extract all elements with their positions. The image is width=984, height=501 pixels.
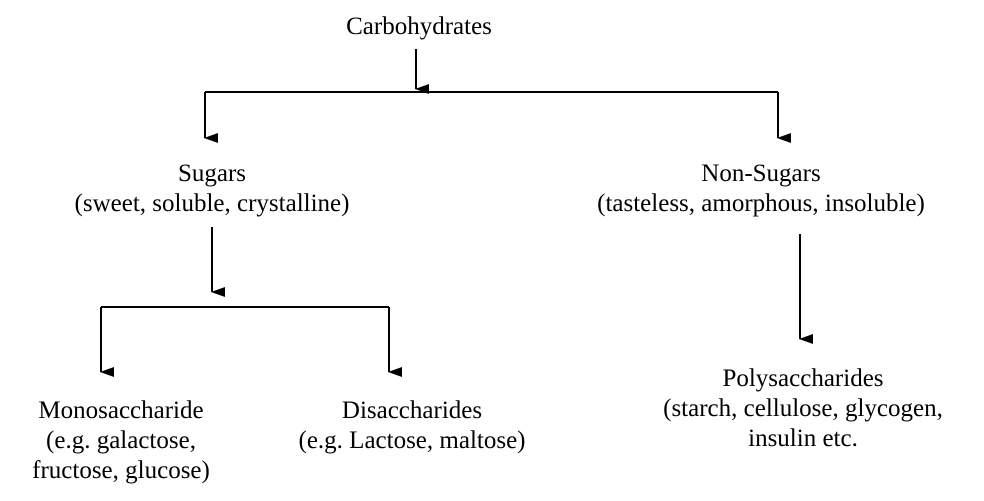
node-non-sugars: Non-Sugars (tasteless, amorphous, insolu… xyxy=(597,159,925,219)
node-monosaccharide-title: Monosaccharide xyxy=(38,397,204,424)
node-disaccharides: Disaccharides (e.g. Lactose, maltose) xyxy=(299,396,526,456)
node-monosaccharide-line2: (e.g. galactose, xyxy=(46,427,196,454)
node-sugars-description: (sweet, soluble, crystalline) xyxy=(74,190,350,217)
node-sugars: Sugars (sweet, soluble, crystalline) xyxy=(75,159,350,219)
node-monosaccharide: Monosaccharide (e.g. galactose, fructose… xyxy=(32,396,210,486)
node-polysaccharides-title: Polysaccharides xyxy=(722,365,884,392)
node-disaccharides-line2: (e.g. Lactose, maltose) xyxy=(298,427,526,454)
node-polysaccharides-line2: (starch, cellulose, glycogen, xyxy=(663,395,943,422)
node-polysaccharides-line3: insulin etc. xyxy=(748,425,858,452)
node-disaccharides-title: Disaccharides xyxy=(341,397,483,424)
node-non-sugars-title: Non-Sugars xyxy=(701,160,821,187)
node-polysaccharides: Polysaccharides (starch, cellulose, glyc… xyxy=(663,364,943,454)
node-monosaccharide-line3: fructose, glucose) xyxy=(32,457,210,484)
node-sugars-title: Sugars xyxy=(177,160,247,187)
node-carbohydrates: Carbohydrates xyxy=(346,12,492,42)
node-non-sugars-description: (tasteless, amorphous, insoluble) xyxy=(597,190,925,217)
node-carbohydrates-title: Carbohydrates xyxy=(346,13,492,40)
